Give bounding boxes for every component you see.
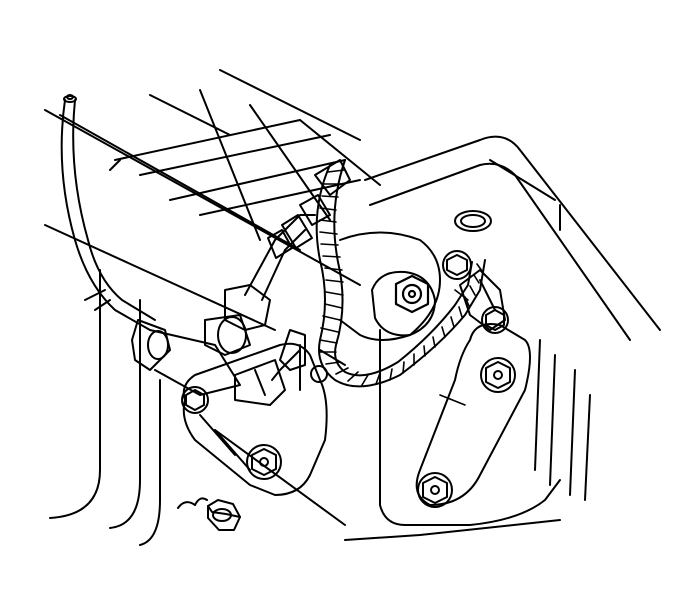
- loose-hex-nut: [177, 497, 241, 531]
- oil-pan-flange: [49, 269, 561, 546]
- corrugated-wiring-harness: [271, 159, 486, 388]
- cover-plug-oring: [454, 210, 492, 232]
- radiator-core: [44, 69, 381, 331]
- cover-mounting-bolt: [417, 472, 453, 508]
- sensor-housing: [339, 231, 441, 341]
- harness-connector: [267, 159, 351, 259]
- sensor-bracket: [182, 342, 346, 496]
- line-fitting-nut: [204, 214, 316, 356]
- cover-plate: [415, 323, 531, 506]
- cover-mounting-bolt: [480, 357, 516, 393]
- housing-center-bolt: [394, 274, 430, 314]
- bracket-mounting-bolt: [181, 386, 209, 414]
- fitting-clip: [234, 329, 306, 406]
- line-fitting-nut: [131, 319, 241, 396]
- bracket-mounting-bolt: [246, 444, 282, 480]
- harness-end-connector: [459, 269, 506, 331]
- leader-line: [439, 289, 469, 406]
- cover-mounting-bolt: [442, 250, 472, 280]
- harness-ribs: [319, 169, 483, 386]
- housing-cover: [364, 135, 661, 526]
- transmission-cooler-line: [60, 94, 156, 331]
